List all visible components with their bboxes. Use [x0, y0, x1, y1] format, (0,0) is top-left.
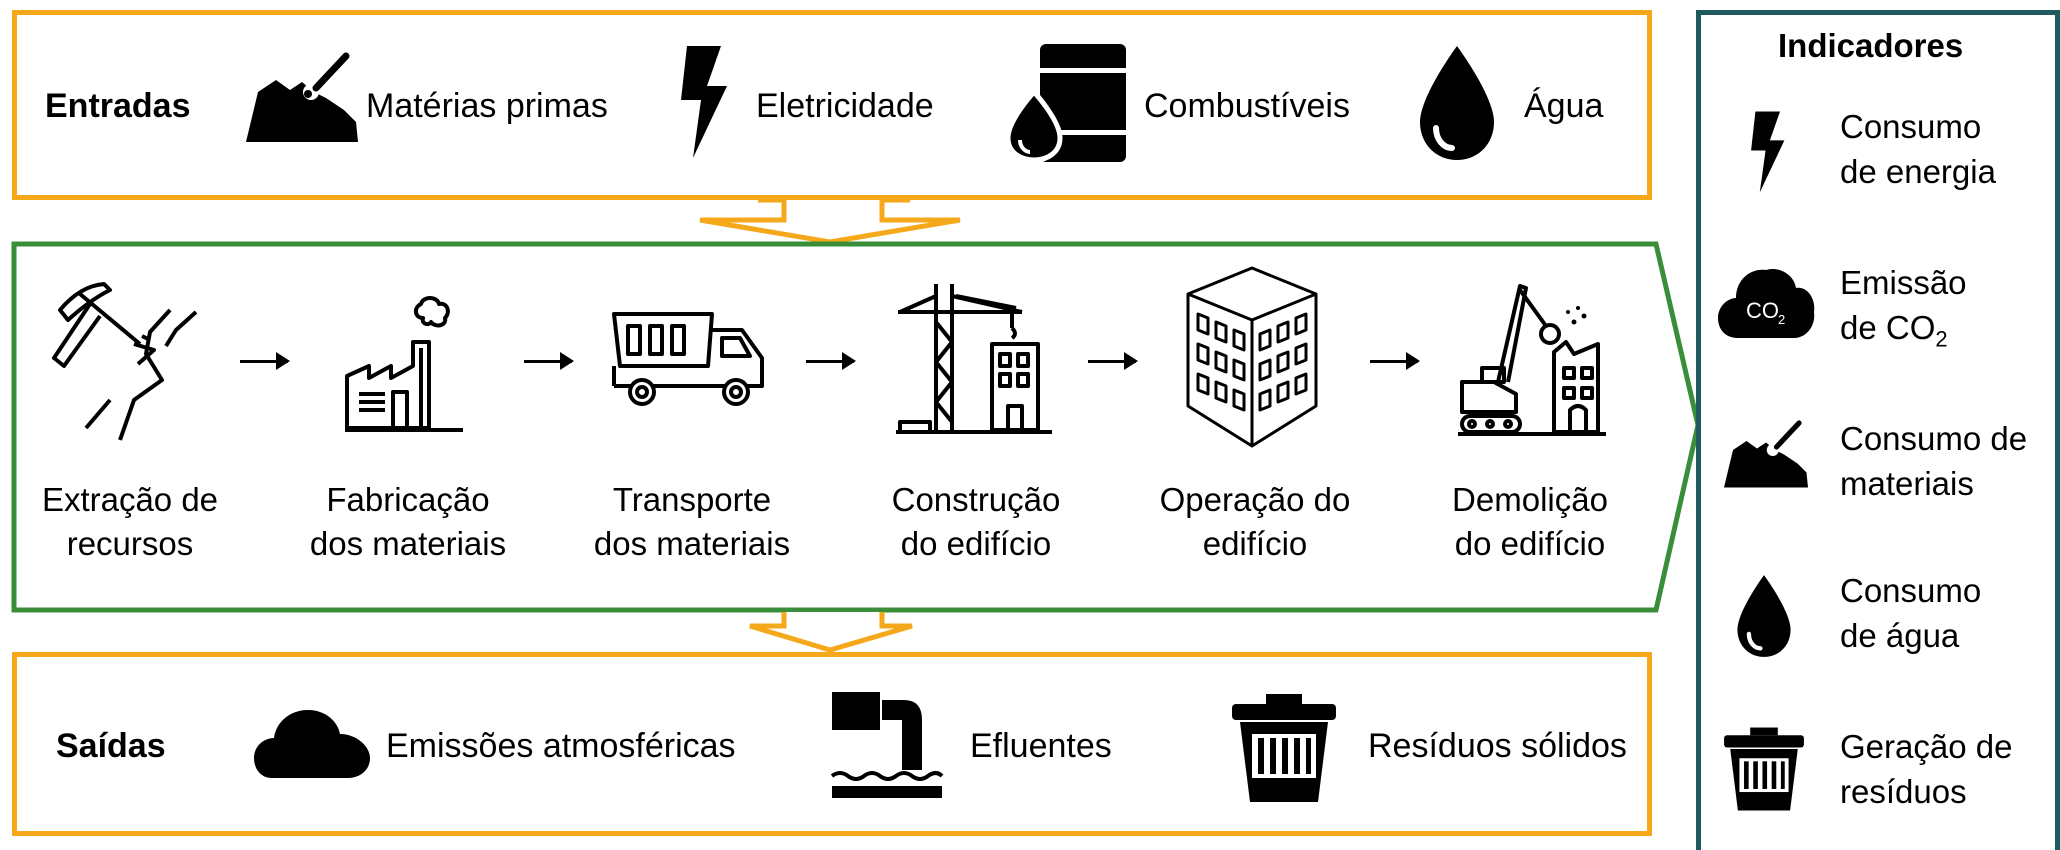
- building-icon: [1186, 266, 1318, 448]
- output-label-solid-waste: Resíduos sólidos: [1368, 727, 1627, 765]
- demolition-icon: [1458, 284, 1606, 436]
- crane-icon: [896, 284, 1052, 434]
- stage-arrow-2: [524, 352, 574, 370]
- fuel-barrel-icon: [1005, 44, 1126, 163]
- pickaxe-icon: [52, 282, 198, 441]
- factory-icon: [345, 296, 463, 432]
- raw-materials-icon: [1724, 420, 1808, 488]
- output-label-emissions: Emissões atmosféricas: [386, 727, 736, 765]
- co2-badge-text: CO: [1746, 298, 1779, 323]
- outputs-panel: [12, 652, 1652, 836]
- input-label-electricity: Eletricidade: [756, 87, 934, 125]
- lightning-icon: [1751, 111, 1785, 193]
- lightning-icon: [681, 46, 727, 158]
- output-label-effluents: Efluentes: [970, 727, 1112, 765]
- co2-badge-subscript: 2: [1778, 312, 1785, 327]
- stage-arrow-4: [1088, 352, 1138, 370]
- input-label-fuels: Combustíveis: [1144, 87, 1350, 125]
- trash-bin-icon: [1724, 727, 1804, 811]
- inputs-title: Entradas: [45, 87, 191, 125]
- input-label-raw-materials: Matérias primas: [366, 87, 608, 125]
- effluent-pipe-icon: [830, 692, 944, 798]
- dump-truck-icon: [612, 312, 764, 406]
- water-drop-icon: [1737, 575, 1791, 657]
- inputs-panel: [12, 10, 1652, 200]
- trash-bin-icon: [1232, 694, 1336, 802]
- indicators-panel: [1696, 10, 2060, 850]
- stage-arrow-3: [806, 352, 856, 370]
- indicator-label-co2: Emissão de CO2: [1840, 264, 1967, 352]
- outputs-title: Saídas: [56, 727, 166, 765]
- raw-materials-icon: [246, 52, 358, 142]
- co2-cloud-icon: CO 2: [1718, 268, 1815, 338]
- stage-arrow-1: [240, 352, 290, 370]
- stage-arrow-5: [1370, 352, 1420, 370]
- cloud-icon: [254, 710, 370, 778]
- input-label-water: Água: [1524, 87, 1604, 125]
- indicators-title: Indicadores: [1778, 27, 1964, 64]
- water-drop-icon: [1420, 46, 1494, 160]
